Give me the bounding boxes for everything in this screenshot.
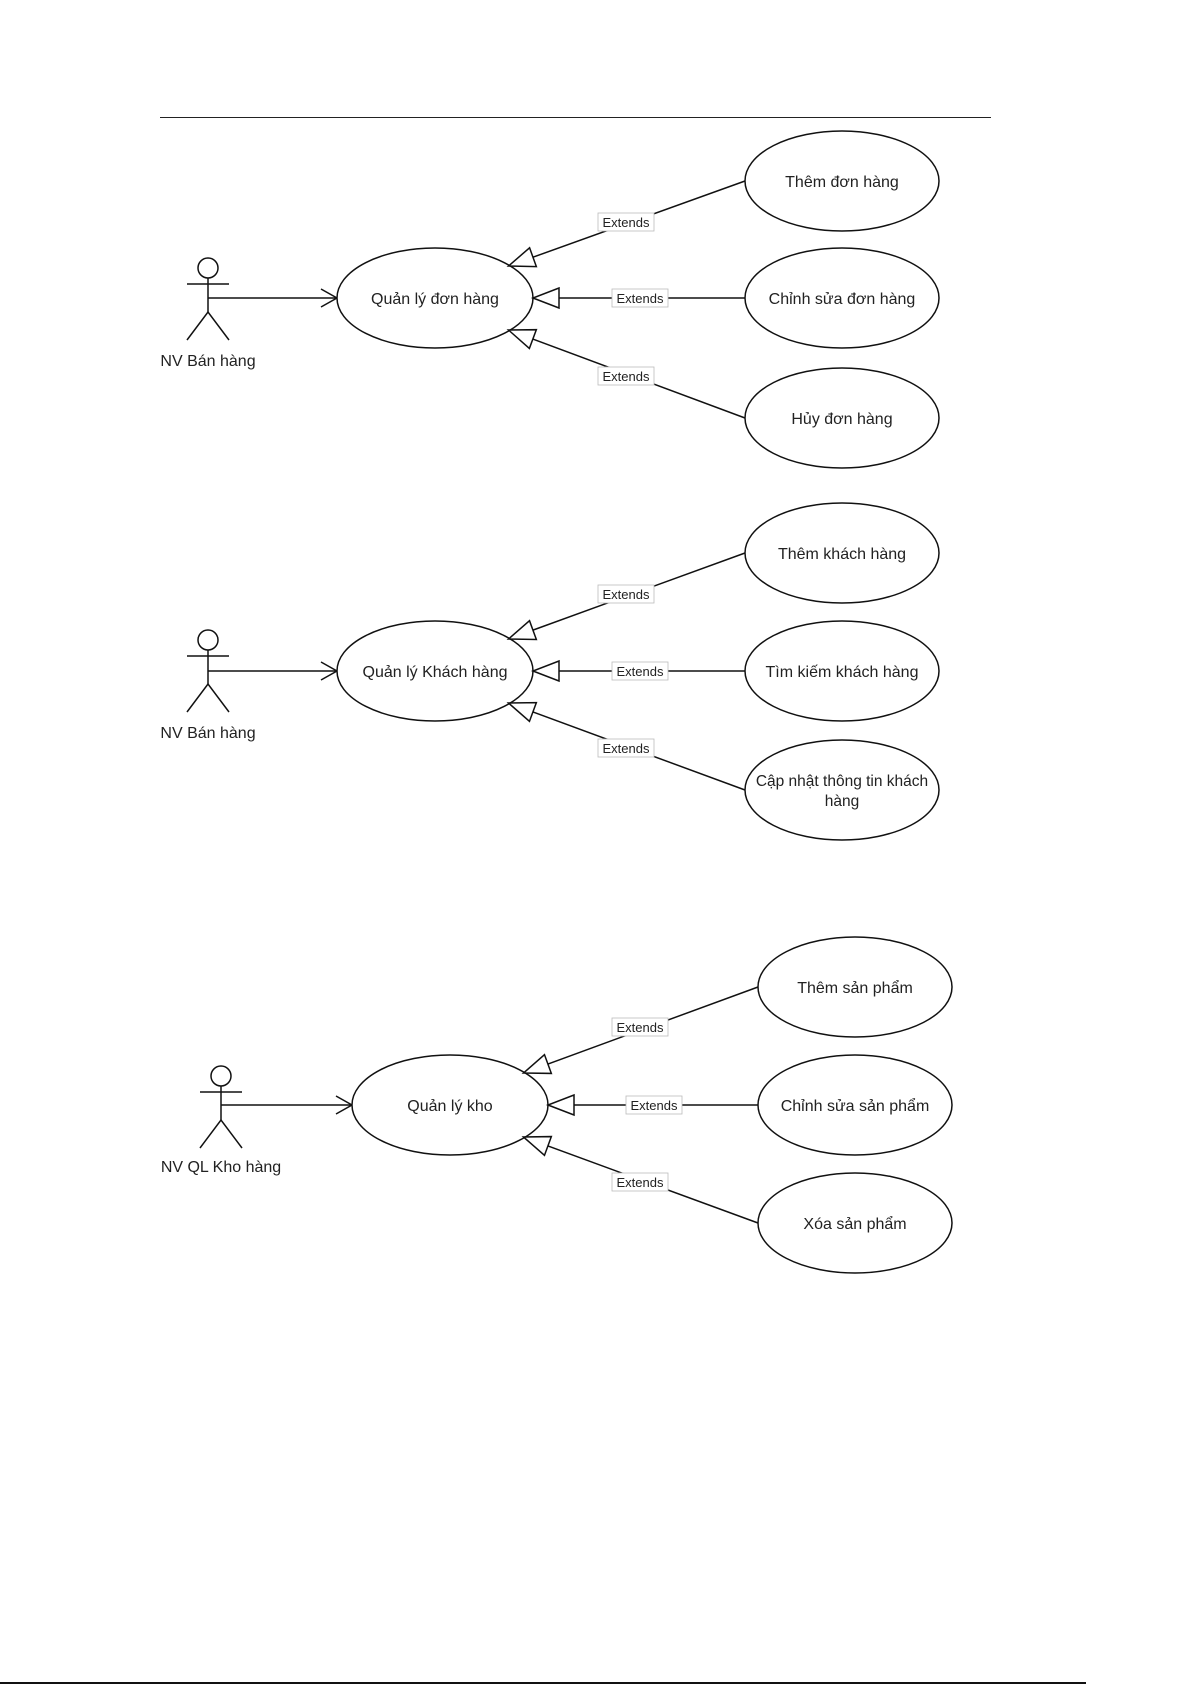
extension-use-case-label: Tìm kiếm khách hàng	[766, 664, 919, 681]
label-line-1: Cập nhật thông tin khách	[756, 773, 928, 790]
extends-label-box	[611, 1017, 669, 1037]
actor-label: NV Bán hàng	[160, 725, 255, 742]
generalization-triangle-icon	[545, 1093, 575, 1117]
extension-use-case-ellipse	[744, 130, 940, 232]
extension-use-case-label: Hủy đơn hàng	[791, 411, 892, 428]
extension-use-case-ellipse	[744, 502, 940, 604]
actor-head	[197, 629, 219, 651]
extends-label-box	[597, 584, 655, 604]
extension-use-case-ellipse	[744, 739, 940, 841]
extends-label-box	[611, 661, 669, 681]
generalization-triangle-icon	[506, 328, 538, 350]
generalization-triangle-icon	[506, 246, 538, 268]
extends-label: Extends	[617, 1175, 664, 1190]
extends-label-box	[597, 212, 655, 232]
footer-rule	[0, 1682, 1086, 1684]
generalization-triangle-icon	[521, 1135, 553, 1157]
extends-label: Extends	[603, 741, 650, 756]
actor-head	[210, 1065, 232, 1087]
extends-label: Extends	[617, 664, 664, 679]
actor-legs	[186, 310, 230, 341]
extension-use-case-ellipse	[757, 1172, 953, 1274]
generalization-triangle-icon	[521, 1053, 553, 1075]
extends-label: Extends	[617, 291, 664, 306]
main-use-case-label: Quản lý đơn hàng	[371, 291, 499, 308]
extension-use-case-label: Cập nhật thông tin khách hàng	[756, 773, 928, 810]
generalization-triangle-icon	[506, 619, 538, 641]
header-rule	[160, 117, 991, 118]
label-line-2: hàng	[825, 793, 859, 810]
main-use-case-label: Quản lý kho	[407, 1098, 492, 1115]
extends-label: Extends	[603, 587, 650, 602]
actor-figure-icon	[199, 1065, 243, 1149]
extension-use-case-ellipse	[744, 247, 940, 349]
extension-use-case-label: Chỉnh sửa sản phẩm	[781, 1097, 930, 1115]
extends-label: Extends	[603, 369, 650, 384]
actor-head	[197, 257, 219, 279]
extends-label-box	[625, 1095, 683, 1115]
extends-label: Extends	[603, 215, 650, 230]
generalization-triangle-icon	[530, 659, 560, 683]
actor-label: NV QL Kho hàng	[161, 1159, 281, 1176]
main-use-case-label: Quản lý Khách hàng	[363, 664, 508, 681]
extends-label-box	[597, 738, 655, 758]
extension-use-case-label: Thêm đơn hàng	[785, 174, 899, 191]
extension-use-case-ellipse	[757, 936, 953, 1038]
actor-legs	[186, 682, 230, 713]
extension-use-case-label: Xóa sản phẩm	[803, 1215, 906, 1233]
actor-figure-icon	[186, 257, 230, 341]
extension-use-case-ellipse	[744, 620, 940, 722]
actor-legs	[199, 1118, 243, 1149]
generalization-triangle-icon	[506, 701, 538, 723]
actor-figure-icon	[186, 629, 230, 713]
extension-use-case-ellipse	[744, 367, 940, 469]
generalization-triangle-icon	[530, 286, 560, 310]
extends-label-box	[611, 288, 669, 308]
extension-use-case-label: Chỉnh sửa đơn hàng	[769, 291, 916, 308]
actor-label: NV Bán hàng	[160, 353, 255, 370]
extends-label: Extends	[617, 1020, 664, 1035]
extension-use-case-ellipse	[757, 1054, 953, 1156]
extends-label-box	[611, 1172, 669, 1192]
extension-use-case-label: Thêm khách hàng	[778, 546, 906, 563]
extends-label: Extends	[631, 1098, 678, 1113]
extends-label-box	[597, 366, 655, 386]
extension-use-case-label: Thêm sản phẩm	[797, 979, 913, 997]
